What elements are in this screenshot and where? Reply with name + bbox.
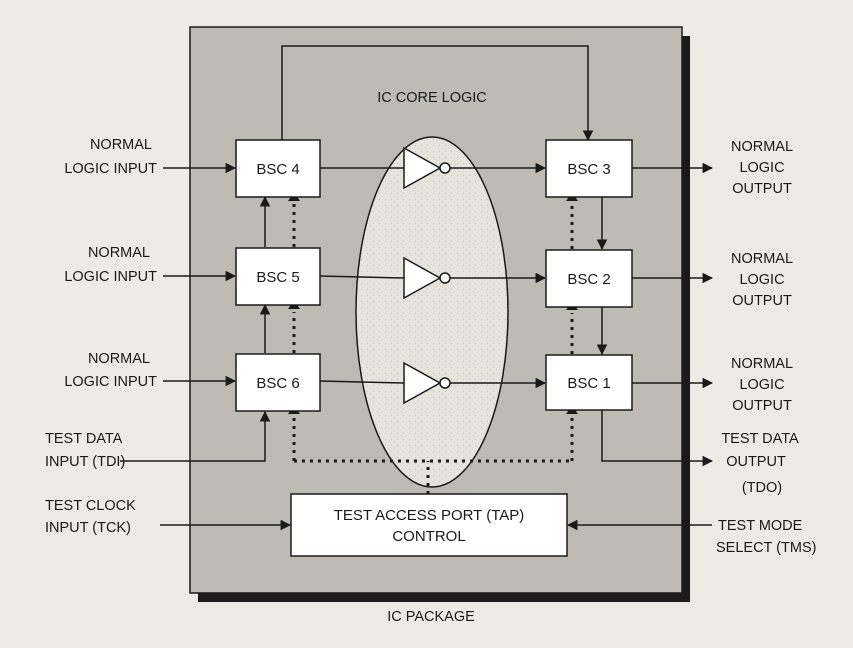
tdo-label-line1: TEST DATA bbox=[721, 431, 799, 447]
package-title: IC PACKAGE bbox=[387, 609, 475, 625]
input-1-label-line2: LOGIC INPUT bbox=[64, 161, 157, 177]
tap-label-line1: TEST ACCESS PORT (TAP) bbox=[334, 507, 525, 524]
bsc-5-label: BSC 5 bbox=[256, 269, 299, 286]
control-lines bbox=[292, 204, 574, 494]
bsc-2-cell: BSC 2 bbox=[545, 249, 633, 308]
tck-label-line2: INPUT (TCK) bbox=[45, 520, 131, 536]
bsc-1-label: BSC 1 bbox=[567, 375, 610, 392]
output-3-label-line1: NORMAL bbox=[731, 356, 793, 372]
bsc-2-label: BSC 2 bbox=[567, 271, 610, 288]
tms-label-line1: TEST MODE bbox=[718, 518, 803, 534]
tck-label-line1: TEST CLOCK bbox=[45, 498, 136, 514]
tap-label-line2: CONTROL bbox=[392, 528, 465, 545]
tdi-label-line2: INPUT (TDI) bbox=[45, 454, 125, 470]
input-3-label-line2: LOGIC INPUT bbox=[64, 374, 157, 390]
output-1-label-line2: LOGIC bbox=[739, 160, 784, 176]
bsc-5-cell: BSC 5 bbox=[235, 247, 321, 306]
output-2-label-line2: LOGIC bbox=[739, 272, 784, 288]
output-3-label-line3: OUTPUT bbox=[732, 398, 792, 414]
input-2-label-line2: LOGIC INPUT bbox=[64, 269, 157, 285]
tdo-label-line3: (TDO) bbox=[742, 480, 782, 496]
output-3-label-line2: LOGIC bbox=[739, 377, 784, 393]
bsc-1-cell: BSC 1 bbox=[545, 354, 633, 411]
tap-controller: TEST ACCESS PORT (TAP) CONTROL bbox=[290, 493, 568, 557]
input-3-label-line1: NORMAL bbox=[88, 351, 150, 367]
input-1-label-line1: NORMAL bbox=[90, 137, 152, 153]
bsc-6-cell: BSC 6 bbox=[235, 353, 321, 412]
signal-lines bbox=[120, 45, 714, 531]
bsc-4-label: BSC 4 bbox=[256, 161, 299, 178]
bsc-3-label: BSC 3 bbox=[567, 161, 610, 178]
core-logic-ellipse bbox=[355, 136, 509, 488]
output-2-label-line3: OUTPUT bbox=[732, 293, 792, 309]
output-1-label-line1: NORMAL bbox=[731, 139, 793, 155]
tdi-label-line1: TEST DATA bbox=[45, 431, 123, 447]
output-2-label-line1: NORMAL bbox=[731, 251, 793, 267]
bsc-4-cell: BSC 4 bbox=[235, 139, 321, 198]
tdo-label-line2: OUTPUT bbox=[726, 454, 786, 470]
tms-label-line2: SELECT (TMS) bbox=[716, 540, 816, 556]
bsc-3-cell: BSC 3 bbox=[545, 139, 633, 198]
output-1-label-line3: OUTPUT bbox=[732, 181, 792, 197]
input-2-label-line1: NORMAL bbox=[88, 245, 150, 261]
core-logic-title: IC CORE LOGIC bbox=[377, 90, 487, 106]
bsc-6-label: BSC 6 bbox=[256, 375, 299, 392]
